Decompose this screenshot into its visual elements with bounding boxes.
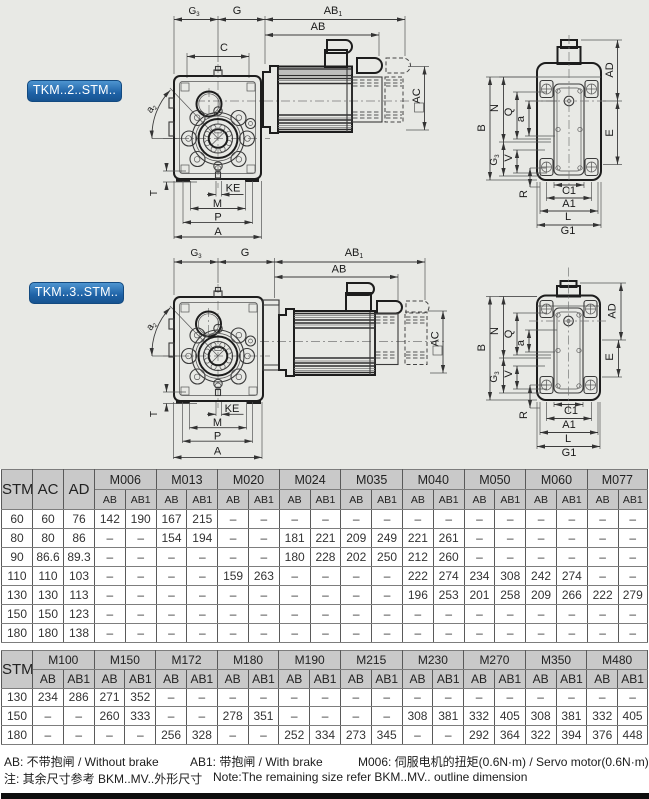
svg-text:A: A (214, 446, 222, 458)
svg-text:G3: G3 (489, 371, 501, 383)
svg-text:a: a (515, 339, 527, 346)
svg-text:M: M (213, 198, 222, 210)
svg-text:P: P (214, 212, 221, 224)
svg-text:R: R (518, 190, 530, 198)
svg-text:G3: G3 (489, 154, 501, 166)
svg-text:G3: G3 (190, 248, 202, 260)
svg-text:AC: AC (430, 331, 442, 346)
svg-text:M: M (213, 417, 222, 429)
svg-text:B: B (476, 344, 488, 351)
svg-text:AB1: AB1 (324, 5, 343, 18)
svg-text:C1: C1 (562, 185, 576, 197)
svg-text:N: N (489, 327, 501, 335)
svg-text:T: T (149, 190, 160, 196)
svg-text:V: V (503, 154, 515, 162)
svg-text:N: N (489, 104, 501, 112)
svg-text:E: E (604, 353, 616, 360)
svg-text:G: G (241, 247, 250, 259)
svg-text:a2: a2 (144, 319, 159, 334)
svg-text:AB1: AB1 (345, 247, 364, 260)
svg-text:L: L (565, 211, 571, 223)
svg-text:AB: AB (311, 21, 326, 33)
svg-text:C1: C1 (564, 405, 578, 417)
svg-text:E: E (604, 129, 616, 136)
svg-text:AD: AD (604, 62, 616, 77)
svg-text:KE: KE (225, 403, 240, 415)
svg-text:G1: G1 (562, 447, 577, 459)
svg-text:KE: KE (226, 183, 241, 195)
svg-text:AD: AD (607, 303, 619, 318)
svg-text:a2: a2 (144, 101, 159, 116)
svg-text:AC: AC (411, 88, 423, 103)
svg-text:A1: A1 (562, 419, 575, 431)
svg-text:AB: AB (332, 264, 347, 276)
svg-text:G1: G1 (561, 225, 576, 237)
svg-text:G3: G3 (188, 6, 200, 18)
svg-text:B: B (476, 124, 488, 131)
svg-text:Q: Q (503, 107, 515, 116)
svg-text:R: R (518, 411, 530, 419)
svg-text:C: C (220, 42, 228, 54)
svg-text:Q: Q (503, 329, 515, 338)
svg-text:A1: A1 (562, 198, 575, 210)
svg-text:T: T (149, 411, 160, 417)
svg-text:G: G (233, 5, 242, 17)
svg-text:A: A (214, 226, 222, 238)
svg-text:L: L (565, 433, 571, 445)
svg-text:P: P (214, 431, 221, 443)
svg-text:a: a (515, 115, 527, 122)
svg-text:V: V (503, 370, 515, 378)
